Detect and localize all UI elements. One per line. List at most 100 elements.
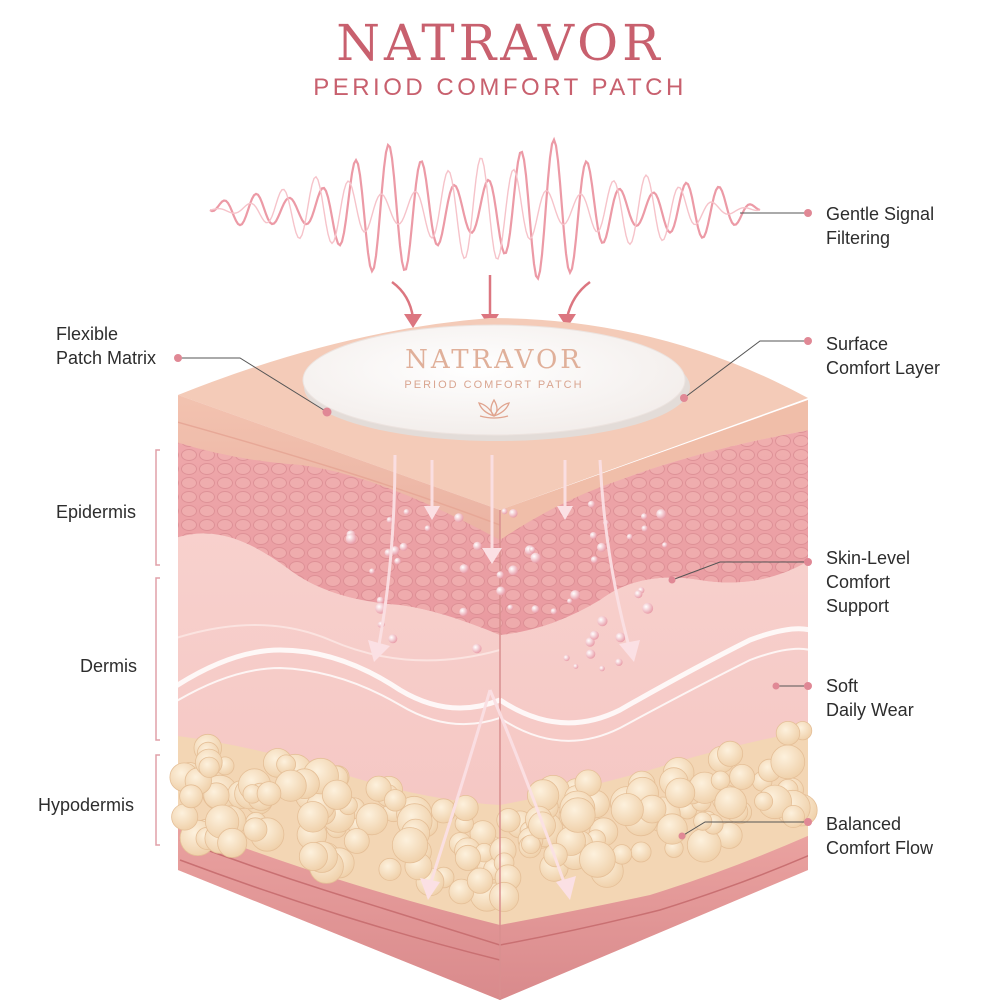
callout-leaders [178, 212, 808, 837]
fat-cell [521, 834, 541, 855]
fat-cell [179, 784, 204, 809]
comfort-particle [634, 590, 643, 599]
fat-cell [664, 777, 696, 808]
fat-cell [343, 828, 370, 854]
comfort-particle [597, 616, 608, 627]
comfort-particle [615, 632, 626, 643]
comfort-particle [394, 557, 401, 565]
fat-cell [560, 797, 596, 833]
lotus-icon [478, 398, 510, 419]
flow-arrow-head-icon [557, 506, 573, 520]
fat-cell [454, 844, 481, 871]
fat-cells [169, 721, 818, 912]
fat-cell [496, 808, 521, 833]
comfort-particle [550, 608, 557, 615]
comfort-particle [459, 564, 469, 574]
fat-cell [489, 881, 520, 912]
fat-cell [355, 802, 389, 836]
comfort-particle [563, 654, 570, 662]
comfort-particle [403, 509, 410, 515]
flow-arrow-head-icon [368, 640, 390, 662]
comfort-particle [530, 552, 541, 563]
comfort-particle [597, 542, 606, 552]
fat-cell [378, 857, 402, 881]
fat-cell [579, 841, 616, 878]
flow-arrow-head-icon [619, 640, 640, 662]
comfort-particle [567, 598, 573, 604]
comfort-particle [585, 649, 596, 659]
comfort-particle [459, 607, 468, 617]
comfort-particle [615, 658, 623, 666]
fat-cell [714, 786, 747, 819]
brand-title: NATRAVOR [336, 14, 664, 72]
comfort-particle [599, 665, 605, 672]
comfort-particle [662, 542, 668, 548]
comfort-particle [509, 509, 518, 518]
comfort-particle [369, 568, 375, 574]
layer-brackets [155, 449, 160, 846]
fat-cell [754, 791, 774, 811]
comfort-particle [656, 509, 667, 520]
patch-brand: NATRAVOR [405, 345, 583, 375]
comfort-particle [570, 590, 581, 600]
comfort-particle [473, 541, 482, 551]
fat-cell [770, 744, 806, 780]
comfort-particles [345, 500, 668, 672]
fat-cell [297, 801, 329, 833]
comfort-particle [589, 532, 597, 539]
flow-arrow-head-icon [482, 548, 502, 564]
fat-cell [384, 789, 407, 812]
fat-cell [466, 867, 494, 894]
comfort-particle [386, 517, 393, 523]
layer-label-dermis: Dermis [80, 656, 137, 676]
comfort-particle [590, 556, 598, 564]
comfort-particle [501, 508, 508, 515]
comfort-particle [472, 643, 482, 654]
fat-cell [781, 805, 805, 829]
patch-subtitle: PERIOD COMFORT PATCH [404, 379, 583, 391]
comfort-particle [496, 586, 506, 596]
comfort-particle [454, 513, 464, 523]
flow-arrow-head-icon [556, 876, 576, 900]
comfort-particle [589, 630, 599, 640]
fat-cell [321, 779, 353, 810]
arrow-head-icon [558, 314, 576, 328]
dermis-bracket [155, 577, 160, 741]
comfort-particle [642, 602, 654, 614]
comfort-flow-arrows [376, 454, 632, 886]
downward-arrows [391, 275, 591, 319]
signal-wave [209, 136, 761, 281]
comfort-particle [573, 663, 579, 669]
comfort-particle [529, 546, 536, 553]
layer-label-hypodermis: Hypodermis [38, 795, 135, 815]
comfort-particle [424, 525, 431, 532]
layer-label-epidermis: Epidermis [56, 502, 137, 522]
fat-cell [256, 781, 282, 806]
fat-cell [729, 764, 755, 790]
comfort-particle [399, 542, 408, 551]
fat-cell [610, 793, 644, 827]
comfort-particle [585, 637, 595, 647]
comfort-particle [388, 634, 398, 644]
hypodermis-bracket [155, 754, 160, 846]
fat-cell [217, 827, 248, 858]
arrow-head-icon [404, 314, 422, 328]
comfort-particle [531, 605, 540, 613]
comfort-particle [587, 500, 595, 508]
fat-cell [391, 827, 429, 864]
comfort-particle [345, 533, 357, 544]
patch: NATRAVOR PERIOD COMFORT PATCH [302, 324, 690, 441]
fat-cell [630, 841, 652, 863]
brand-subtitle: PERIOD COMFORT PATCH [313, 74, 687, 101]
fat-cell [365, 775, 392, 802]
comfort-particle [626, 533, 633, 540]
fat-cell [198, 756, 220, 778]
flow-arrow-head-icon [424, 506, 440, 520]
